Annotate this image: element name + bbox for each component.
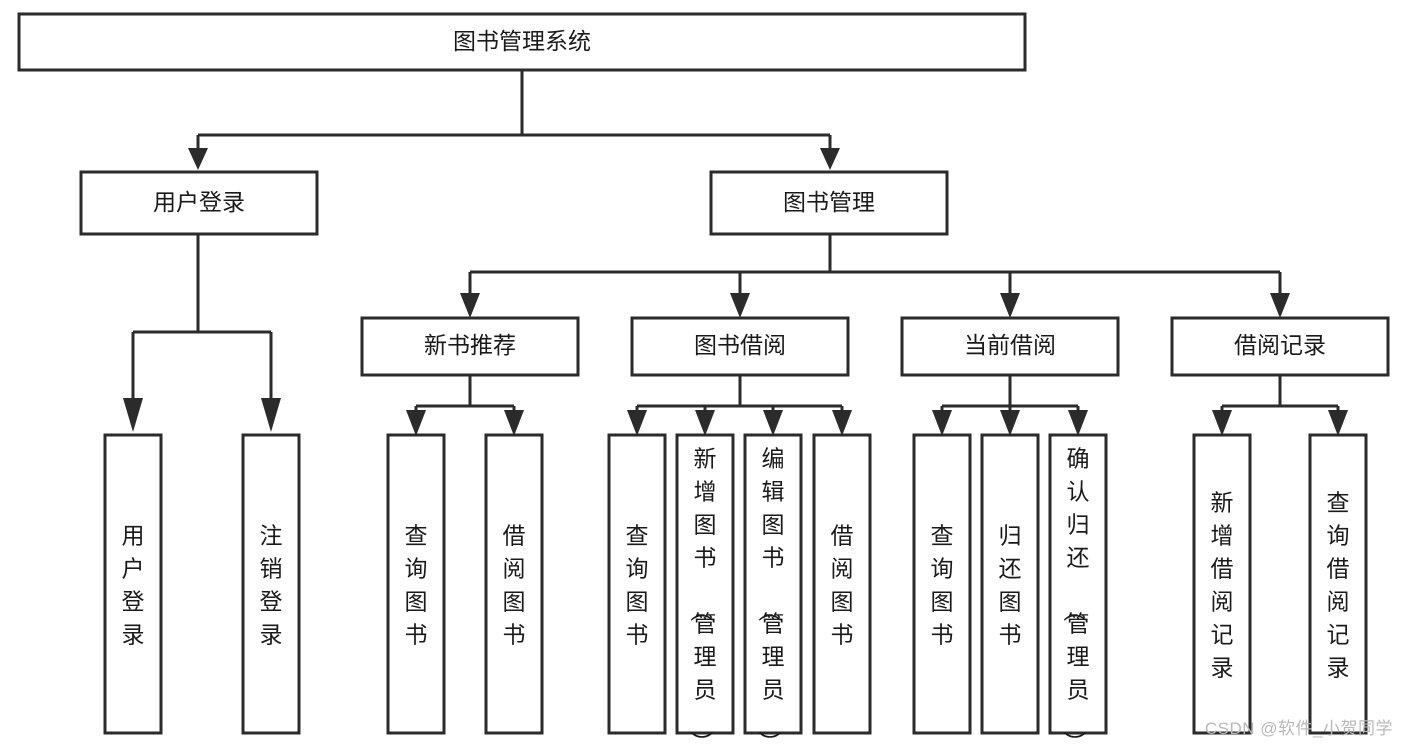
leaf-node-9-box[interactable] bbox=[912, 433, 972, 735]
leaf-node-3-label: 查询图书 bbox=[405, 523, 428, 648]
arrow-current-leaf-11 bbox=[1068, 410, 1088, 436]
arrow-login-leaf-2 bbox=[261, 398, 281, 432]
leaf-node-5-label: 查询图书 bbox=[626, 523, 649, 648]
leaf-node-9[interactable]: 查询图书 bbox=[912, 433, 972, 735]
leaf-node-9-label: 查询图书 bbox=[931, 523, 954, 648]
node-record-label: 借阅记录 bbox=[1234, 332, 1326, 358]
leaf-node-1-label: 用户登录 bbox=[122, 523, 145, 648]
arrow-record-leaf-12 bbox=[1212, 410, 1232, 436]
node-login[interactable]: 用户登录 bbox=[79, 170, 319, 236]
node-borrow-label: 图书借阅 bbox=[694, 332, 786, 358]
leaf-node-5-box[interactable] bbox=[607, 433, 667, 735]
node-current-box[interactable] bbox=[900, 316, 1120, 377]
leaf-node-4-label: 借阅图书 bbox=[503, 523, 526, 648]
node-record[interactable]: 借阅记录 bbox=[1170, 316, 1390, 377]
arrow-borrow-leaf-5 bbox=[627, 410, 647, 436]
arrow-root-to-login bbox=[188, 148, 208, 170]
leaf-node-3[interactable]: 查询图书 bbox=[386, 433, 446, 735]
leaf-node-2-box[interactable] bbox=[241, 433, 301, 735]
leaf-node-13-box[interactable] bbox=[1308, 433, 1368, 735]
node-login-box[interactable] bbox=[79, 170, 319, 236]
arrow-bm-to-newbook bbox=[460, 293, 480, 318]
leaf-node-10[interactable]: 归还图书 bbox=[980, 433, 1040, 735]
leaf-node-7[interactable]: 编辑图书（管理员） bbox=[743, 433, 803, 747]
node-login-label: 用户登录 bbox=[153, 189, 245, 215]
node-current-label: 当前借阅 bbox=[964, 332, 1056, 358]
arrow-current-leaf-10 bbox=[1000, 410, 1020, 436]
leaf-node-12-label: 新增借阅记录 bbox=[1211, 490, 1234, 681]
leaf-node-1[interactable]: 用户登录 bbox=[103, 433, 163, 735]
leaf-node-7-box[interactable] bbox=[743, 433, 803, 735]
leaf-node-8-box[interactable] bbox=[812, 433, 872, 735]
leaf-node-6-label: 新增图书（管理员） bbox=[689, 446, 717, 747]
arrow-newbook-leaf-3 bbox=[406, 410, 426, 436]
node-newbook-label: 新书推荐 bbox=[424, 332, 516, 358]
leaf-node-4[interactable]: 借阅图书 bbox=[484, 433, 544, 735]
leaf-node-2[interactable]: 注销登录 bbox=[241, 433, 301, 735]
arrow-bm-to-current bbox=[1000, 293, 1020, 318]
leaf-node-2-label: 注销登录 bbox=[260, 523, 283, 648]
leaf-node-10-label: 归还图书 bbox=[999, 523, 1022, 648]
leaf-node-5[interactable]: 查询图书 bbox=[607, 433, 667, 735]
node-root-box[interactable] bbox=[17, 12, 1027, 72]
leaf-node-3-box[interactable] bbox=[386, 433, 446, 735]
leaf-node-1-box[interactable] bbox=[103, 433, 163, 735]
node-borrow-box[interactable] bbox=[630, 316, 850, 377]
leaf-node-11-label: 确认归还（管理员） bbox=[1062, 446, 1090, 747]
arrow-root-to-bookmgmt bbox=[820, 148, 840, 170]
node-newbook-box[interactable] bbox=[360, 316, 580, 377]
arrow-newbook-leaf-4 bbox=[504, 410, 524, 436]
node-record-box[interactable] bbox=[1170, 316, 1390, 377]
leaf-node-11-box[interactable] bbox=[1048, 433, 1108, 735]
leaf-node-7-label: 编辑图书（管理员） bbox=[757, 446, 785, 747]
leaf-node-4-box[interactable] bbox=[484, 433, 544, 735]
node-root[interactable]: 图书管理系统 bbox=[17, 12, 1027, 72]
leaf-node-6-box[interactable] bbox=[675, 433, 735, 735]
node-borrow[interactable]: 图书借阅 bbox=[630, 316, 850, 377]
arrow-login-leaf-1 bbox=[123, 398, 143, 432]
leaf-node-13[interactable]: 查询借阅记录 bbox=[1308, 433, 1368, 735]
leaf-node-6[interactable]: 新增图书（管理员） bbox=[675, 433, 735, 747]
arrow-record-leaf-13 bbox=[1328, 410, 1348, 436]
leaf-node-8[interactable]: 借阅图书 bbox=[812, 433, 872, 735]
arrow-borrow-leaf-7 bbox=[763, 410, 783, 436]
node-root-label: 图书管理系统 bbox=[453, 28, 591, 54]
node-bookmgmt-label: 图书管理 bbox=[783, 189, 875, 215]
arrow-bm-to-borrow bbox=[730, 293, 750, 318]
leaf-node-12-box[interactable] bbox=[1192, 433, 1252, 735]
node-bookmgmt[interactable]: 图书管理 bbox=[709, 170, 949, 236]
leaf-node-8-label: 借阅图书 bbox=[831, 523, 854, 648]
node-newbook[interactable]: 新书推荐 bbox=[360, 316, 580, 377]
node-bookmgmt-box[interactable] bbox=[709, 170, 949, 236]
leaf-node-10-box[interactable] bbox=[980, 433, 1040, 735]
arrow-bm-to-record bbox=[1270, 293, 1290, 318]
leaf-node-13-label: 查询借阅记录 bbox=[1327, 490, 1350, 681]
leaf-node-11[interactable]: 确认归还（管理员） bbox=[1048, 433, 1108, 747]
connector-layer bbox=[123, 70, 1348, 436]
node-current[interactable]: 当前借阅 bbox=[900, 316, 1120, 377]
arrow-borrow-leaf-8 bbox=[832, 410, 852, 436]
arrow-current-leaf-9 bbox=[932, 410, 952, 436]
leaf-node-12[interactable]: 新增借阅记录 bbox=[1192, 433, 1252, 735]
arrow-borrow-leaf-6 bbox=[695, 410, 715, 436]
